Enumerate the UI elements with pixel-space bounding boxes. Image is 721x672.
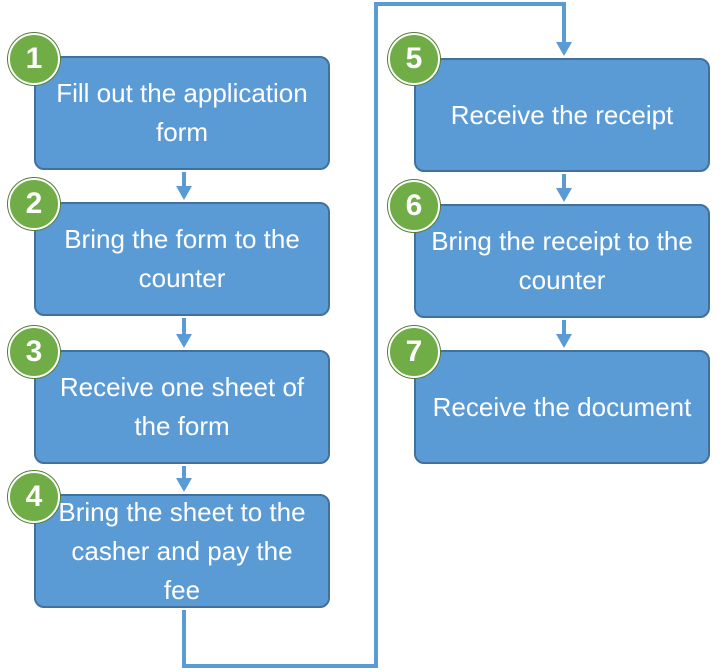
step-1-text: Fill out the application form bbox=[56, 78, 308, 147]
step-3-number-badge: 3 bbox=[8, 326, 60, 378]
step-5-text: Receive the receipt bbox=[450, 99, 674, 130]
step-2-box: Bring the form to the counter bbox=[34, 202, 330, 316]
step-4: Bring the sheet to the casher and pay th… bbox=[34, 494, 334, 612]
step-6-text: Bring the receipt to the counter bbox=[431, 226, 693, 295]
arrowhead-1-to-2 bbox=[176, 186, 192, 200]
arrowhead-5-to-6 bbox=[556, 188, 572, 202]
step-7-box: Receive the document bbox=[414, 350, 710, 464]
step-4-box: Bring the sheet to the casher and pay th… bbox=[34, 494, 330, 608]
step-7-text: Receive the document bbox=[432, 391, 692, 422]
step-1: Fill out the application form bbox=[34, 56, 334, 174]
arrow-4-to-5 bbox=[182, 2, 566, 668]
step-7: Receive the document bbox=[414, 350, 714, 468]
arrowhead-4-to-5 bbox=[556, 42, 572, 56]
step-5-number-badge: 5 bbox=[388, 33, 440, 85]
step-5: Receive the receipt bbox=[414, 58, 714, 176]
step-4-text: Bring the sheet to the casher and pay th… bbox=[58, 496, 306, 605]
arrowhead-6-to-7 bbox=[556, 334, 572, 348]
step-2-text: Bring the form to the counter bbox=[64, 224, 300, 293]
step-3-text: Receive one sheet of the form bbox=[59, 372, 305, 441]
arrowhead-2-to-3 bbox=[176, 334, 192, 348]
step-6-box: Bring the receipt to the counter bbox=[414, 204, 710, 318]
step-2: Bring the form to the counter bbox=[34, 202, 334, 320]
step-4-number-badge: 4 bbox=[8, 471, 60, 523]
step-7-number-badge: 7 bbox=[388, 326, 440, 378]
step-3-box: Receive one sheet of the form bbox=[34, 350, 330, 464]
step-2-number-badge: 2 bbox=[8, 178, 60, 230]
arrowhead-3-to-4 bbox=[176, 478, 192, 492]
step-3: Receive one sheet of the form bbox=[34, 350, 334, 468]
step-1-box: Fill out the application form bbox=[34, 56, 330, 170]
step-1-number-badge: 1 bbox=[8, 33, 60, 85]
step-6-number-badge: 6 bbox=[388, 180, 440, 232]
step-6: Bring the receipt to the counter bbox=[414, 204, 714, 322]
step-5-box: Receive the receipt bbox=[414, 58, 710, 172]
